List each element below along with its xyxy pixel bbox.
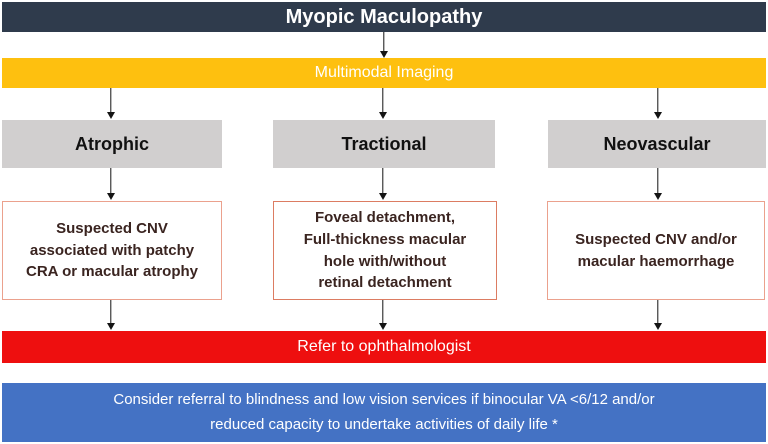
arrow-head-icon (379, 193, 387, 200)
arrow-atrophic-to-finding (106, 168, 116, 200)
multimodal-imaging-bar: Multimodal Imaging (2, 58, 766, 88)
title-bar: Myopic Maculopathy (2, 2, 766, 32)
arrow-head-icon (379, 112, 387, 119)
arrow-imaging-to-atrophic (106, 88, 116, 119)
page-title: Myopic Maculopathy (285, 5, 483, 28)
arrow-shaft (657, 168, 659, 194)
category-label-tractional: Tractional (341, 133, 427, 154)
finding-text-tractional: Foveal detachment, Full-thickness macula… (303, 209, 467, 292)
category-box-neovascular: Neovascular (548, 120, 766, 168)
arrow-shaft (110, 88, 112, 113)
finding-box-neovascular: Suspected CNV and/or macular haemorrhage (547, 201, 765, 300)
arrow-shaft (383, 32, 385, 52)
arrow-shaft (382, 300, 384, 324)
arrow-shaft (657, 300, 659, 324)
finding-box-atrophic: Suspected CNV associated with patchy CRA… (2, 201, 222, 300)
arrow-head-icon (380, 51, 388, 58)
arrow-neovascular-to-finding (653, 168, 663, 200)
multimodal-imaging-label: Multimodal Imaging (314, 64, 454, 81)
finding-text-atrophic: Suspected CNV associated with patchy CRA… (26, 219, 198, 281)
arrow-head-icon (107, 323, 115, 330)
arrow-head-icon (379, 323, 387, 330)
arrow-head-icon (107, 193, 115, 200)
category-label-neovascular: Neovascular (603, 133, 711, 154)
arrow-title-to-imaging (379, 32, 389, 58)
arrow-shaft (110, 168, 112, 194)
arrow-shaft (382, 168, 384, 194)
category-box-atrophic: Atrophic (2, 120, 222, 168)
finding-box-tractional: Foveal detachment, Full-thickness macula… (273, 201, 497, 300)
arrow-head-icon (654, 112, 662, 119)
arrow-imaging-to-tractional (378, 88, 388, 119)
arrow-head-icon (107, 112, 115, 119)
refer-label: Refer to ophthalmologist (297, 338, 471, 355)
arrow-imaging-to-neovascular (653, 88, 663, 119)
arrow-head-icon (654, 323, 662, 330)
arrow-neovascular-to-refer (653, 300, 663, 330)
arrow-tractional-to-finding (378, 168, 388, 200)
arrow-head-icon (654, 193, 662, 200)
category-box-tractional: Tractional (273, 120, 495, 168)
arrow-shaft (382, 88, 384, 113)
arrow-shaft (657, 88, 659, 113)
low-vision-services-bar: Consider referral to blindness and low v… (2, 383, 766, 442)
refer-ophthalmologist-bar: Refer to ophthalmologist (2, 331, 766, 363)
arrow-atrophic-to-refer (106, 300, 116, 330)
category-label-atrophic: Atrophic (75, 133, 149, 154)
low-vision-services-text: Consider referral to blindness and low v… (113, 390, 655, 433)
arrow-shaft (110, 300, 112, 324)
arrow-tractional-to-refer (378, 300, 388, 330)
finding-text-neovascular: Suspected CNV and/or macular haemorrhage (575, 230, 737, 270)
